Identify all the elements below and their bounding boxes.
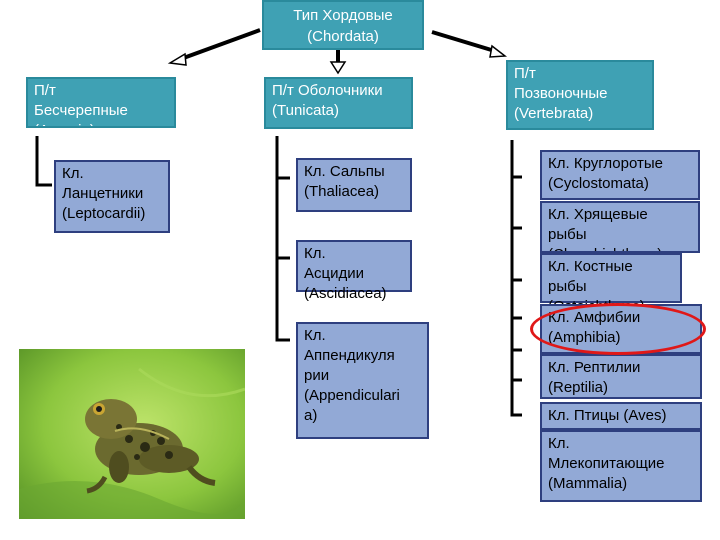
class-thaliacea: Кл. Сальпы (Thaliacea) (296, 158, 412, 212)
class-osteichthyes: Кл. Костные рыбы (Osteichthyes) (540, 253, 682, 315)
arrowhead-acrania (167, 52, 187, 66)
class-aves: Кл. Птицы (Aves) (540, 402, 702, 430)
branch-vertebrata (510, 140, 522, 417)
class-appendicularia: Кл. Аппендикуля рии (Appendiculari a) (296, 322, 429, 439)
root-box: Тип Хордовые (Chordata) (262, 0, 424, 50)
class-reptilia: Кл. Рептилии (Reptilia) (540, 354, 702, 399)
class-ascidiacea: Кл. Асцидии (Ascidiacea) (296, 240, 412, 302)
frog-photo (19, 349, 245, 519)
branch-acrania (35, 136, 52, 187)
arrow-to-vertebrata (431, 30, 499, 54)
class-mammalia: Кл. Млекопитающие (Mammalia) (540, 430, 702, 502)
class-chondrichthyes: Кл. Хрящевые рыбы (Chondrichthyes) (540, 201, 700, 253)
class-leptocardii: Кл. Ланцетники (Leptocardii) (54, 160, 170, 233)
highlight-ellipse-amphibia (530, 303, 706, 355)
frog-icon (85, 399, 216, 494)
subphylum-acrania: П/т Бесчерепные (Acrania) (26, 77, 176, 128)
arrow-to-acrania (177, 28, 261, 62)
subphylum-vertebrata: П/т Позвоночные (Vertebrata) (506, 60, 654, 130)
subphylum-tunicata: П/т Оболочники (Tunicata) (264, 77, 413, 129)
arrowhead-vertebrata (489, 44, 508, 58)
class-cyclostomata: Кл. Круглоротые (Cyclostomata) (540, 150, 700, 200)
arrowhead-tunicata (329, 61, 347, 75)
branch-tunicata (275, 136, 290, 342)
